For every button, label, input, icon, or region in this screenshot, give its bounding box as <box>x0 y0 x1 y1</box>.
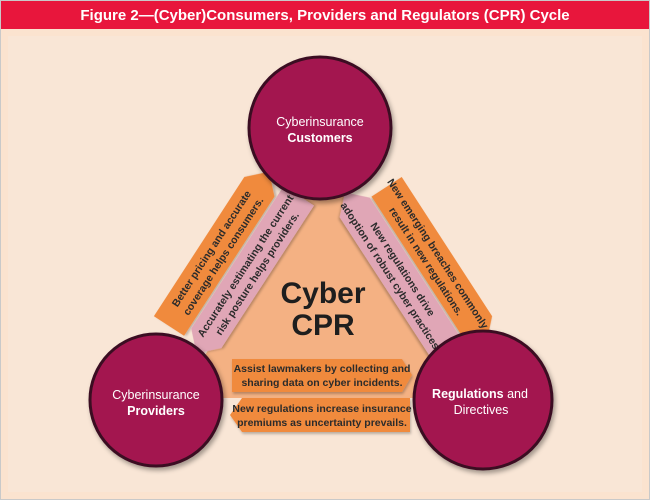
figure-title: Figure 2—(Cyber)Consumers, Providers and… <box>1 1 649 29</box>
center-triangle <box>178 165 472 398</box>
center-label-line1: Cyber <box>280 277 365 310</box>
arrow-left-inner <box>191 185 314 354</box>
arrow-bottom-top-text-1: Assist lawmakers by collecting and <box>234 363 411 375</box>
node-regulations <box>412 329 554 471</box>
node-regulations-rest: and <box>504 387 528 401</box>
node-customers-line1: Cyberinsurance <box>276 115 364 129</box>
node-providers <box>88 332 224 468</box>
bottom-arrows <box>230 359 412 432</box>
arrow-bottom-bottom-text-1: New regulations increase insurance <box>232 403 411 415</box>
node-circles <box>88 55 554 471</box>
node-regulations-line1: Regulations and <box>432 387 528 401</box>
node-providers-line1: Cyberinsurance <box>112 388 200 402</box>
arrow-right-outer <box>371 176 493 342</box>
arrow-bottom-bottom-text-2: premiums as uncertainty prevails. <box>237 417 407 429</box>
node-providers-line2: Providers <box>127 404 185 418</box>
node-regulations-line2: Directives <box>454 403 509 417</box>
node-regulations-bold: Regulations <box>432 387 504 401</box>
arrow-bottom-top-text-2: sharing data on cyber incidents. <box>241 377 402 389</box>
node-customers <box>247 55 393 201</box>
arrow-bottom-bottom <box>230 398 410 432</box>
arrow-bottom-top <box>232 359 412 392</box>
center-label-line2: CPR <box>291 309 355 342</box>
arrow-left-outer <box>153 171 275 336</box>
arrow-right-inner <box>339 192 463 360</box>
node-customers-line2: Customers <box>287 131 352 145</box>
